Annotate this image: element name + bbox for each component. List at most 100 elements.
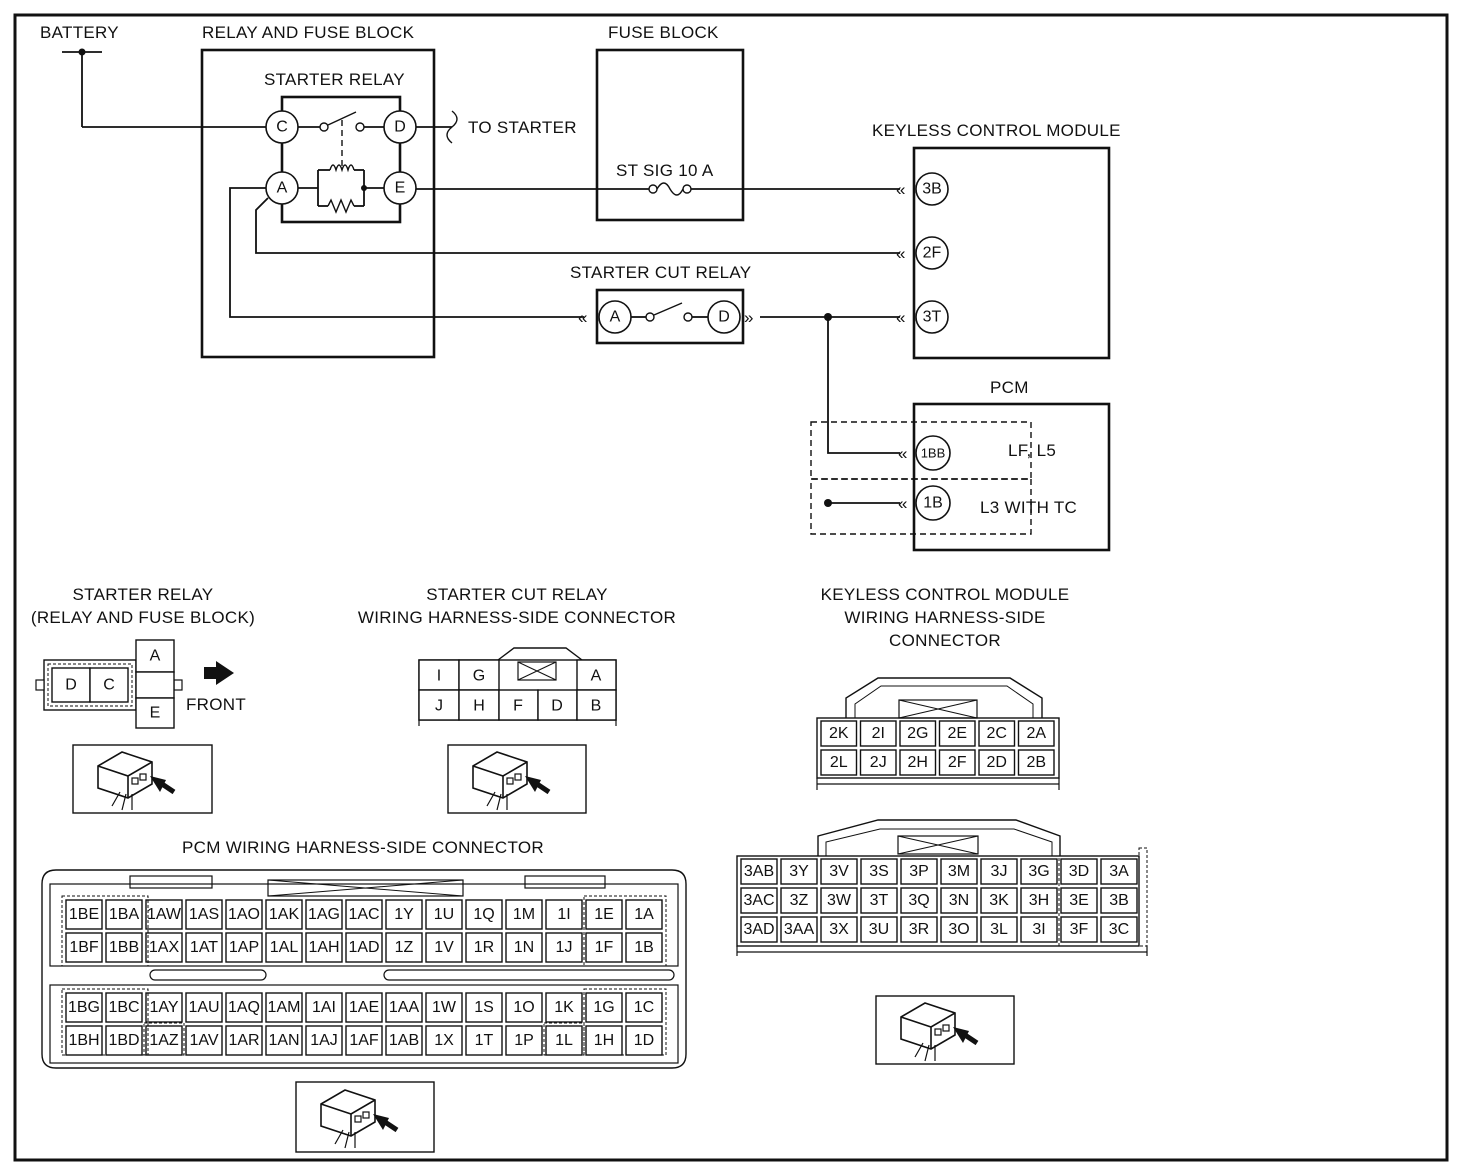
- pcm-cell: [425, 1025, 463, 1056]
- pcm-pin-label: 1BC: [108, 999, 139, 1016]
- kcm3-cell: [1100, 887, 1138, 914]
- pcm-pin-label: 1AP: [229, 939, 259, 956]
- scr-cell: I: [437, 668, 441, 685]
- kcm3-pin-label: 3H: [1029, 892, 1049, 909]
- pcm-cell: [145, 992, 183, 1023]
- pcm-cell: [545, 932, 583, 963]
- kcm3-cell: [1060, 916, 1098, 943]
- starter-cut-relay-connector: I G A J H F D B: [418, 647, 617, 726]
- kcm3-pin-label: 3P: [909, 863, 929, 880]
- svg-text:E: E: [395, 180, 406, 197]
- kcm3-cell: [1100, 858, 1138, 885]
- pcm-cell: [185, 932, 223, 963]
- pcm-cell: [545, 992, 583, 1023]
- pcm-pin-label: 1P: [514, 1032, 534, 1049]
- kcm3-pin-label: 3E: [1069, 892, 1089, 909]
- kcm3-pin-label: 3Q: [908, 892, 929, 909]
- scr-cell: A: [591, 668, 602, 685]
- kcm3-cell: [900, 916, 938, 943]
- pcm-cell: [145, 899, 183, 930]
- kcm3-cell: [740, 916, 778, 943]
- relay-fuse-block-label: RELAY AND FUSE BLOCK: [202, 23, 415, 42]
- pcm-cell: [265, 932, 303, 963]
- kcm2-cell: [899, 749, 937, 776]
- pcm-pin-label: 1AK: [269, 906, 300, 923]
- kcm3-cell: [860, 916, 898, 943]
- kcm2-pin-label: 2L: [830, 754, 848, 771]
- starter-relay-internals: [298, 111, 384, 214]
- pcm-pin-label: 1AV: [189, 1032, 218, 1049]
- st-sig-fuse-label: ST SIG 10 A: [616, 161, 714, 180]
- pcm-pin-label: 1U: [434, 906, 454, 923]
- pcm-pin-label: 1Q: [473, 906, 494, 923]
- pin-scr-d: D: [707, 300, 741, 334]
- pcm-pin-label: 1G: [593, 999, 614, 1016]
- svg-text:C: C: [276, 119, 288, 136]
- starter-relay-connector: D C A E: [35, 639, 183, 729]
- starter-cut-relay-box: [595, 288, 745, 345]
- pcm-pin-label: 1AC: [348, 906, 379, 923]
- kcm3-cell: [780, 887, 818, 914]
- pcm-cell: [105, 992, 143, 1023]
- pcm-pin-label: 1AQ: [228, 999, 260, 1016]
- svg-text:2F: 2F: [923, 245, 942, 262]
- pcm-cell: [625, 1025, 663, 1056]
- plug-icon: [901, 1003, 977, 1061]
- pcm-cell: [505, 899, 543, 930]
- pcm-cell: [465, 899, 503, 930]
- pcm-pin-label: 1AM: [268, 999, 301, 1016]
- pcm-cell: [345, 1025, 383, 1056]
- pcm-pin-label: 1AN: [268, 1032, 299, 1049]
- pcm-cell: [425, 992, 463, 1023]
- kcm3-cell: [1060, 887, 1098, 914]
- pcm-cell: [345, 992, 383, 1023]
- pcm-cell: [65, 899, 103, 930]
- pin-scr-a: A: [598, 300, 632, 334]
- pcm-pin-label: 1L: [555, 1032, 573, 1049]
- kcm2-cell: [859, 749, 897, 776]
- pcm-cell: [385, 932, 423, 963]
- kcm3-cell: [780, 858, 818, 885]
- fuse-block-label: FUSE BLOCK: [608, 23, 719, 42]
- kcm2-pin-label: 2G: [907, 725, 928, 742]
- pcm-pin-label: 1AW: [147, 906, 182, 923]
- kcm3-cell: [820, 916, 858, 943]
- pcm-cell: [505, 1025, 543, 1056]
- kcm2-cell: [899, 720, 937, 747]
- pcm-pin-label: 1AX: [149, 939, 180, 956]
- pin-e: E: [383, 171, 417, 205]
- pcm-cell: [305, 899, 343, 930]
- junction-dot: [824, 499, 832, 507]
- kcm3-pin-label: 3I: [1032, 921, 1045, 938]
- pcm-cell: [225, 932, 263, 963]
- pcm-pin-label: 1V: [434, 939, 454, 956]
- pcm-cell: [345, 899, 383, 930]
- pcm-pin-label: 1N: [514, 939, 534, 956]
- kcm3-pin-label: 3A: [1109, 863, 1129, 880]
- plug-icon: [98, 752, 174, 810]
- kcm3-pin-label: 3B: [1109, 892, 1129, 909]
- scr-cell: D: [551, 698, 563, 715]
- sr-cell-e: E: [150, 705, 161, 722]
- kcm3-cell: [780, 916, 818, 943]
- kcm3-cell: [1060, 858, 1098, 885]
- pcm-pin-label: 1Z: [395, 939, 414, 956]
- starter-relay-box: [280, 95, 402, 224]
- pcm-cell: [145, 932, 183, 963]
- kcm2-pin-label: 2D: [987, 754, 1007, 771]
- kcm-connector-subtitle: WIRING HARNESS-SIDE: [844, 608, 1045, 627]
- kcm3-pin-label: 3AD: [743, 921, 774, 938]
- pcm-cell: [345, 932, 383, 963]
- kcm3-pin-label: 3L: [990, 921, 1008, 938]
- pcm-pin-label: 1AF: [349, 1032, 379, 1049]
- pcm-pin-label: 1AU: [188, 999, 219, 1016]
- pin-3t: 3T: [915, 300, 949, 334]
- pcm-pin-label: 1J: [556, 939, 573, 956]
- kcm2-cell: [978, 720, 1016, 747]
- starter-cut-relay-label: STARTER CUT RELAY: [570, 263, 751, 282]
- pcm-pin-label: 1AS: [189, 906, 219, 923]
- pcm-pin-label: 1S: [474, 999, 494, 1016]
- kcm2-pin-label: 2A: [1026, 725, 1046, 742]
- kcm-3b-connector-mark: «: [896, 180, 906, 199]
